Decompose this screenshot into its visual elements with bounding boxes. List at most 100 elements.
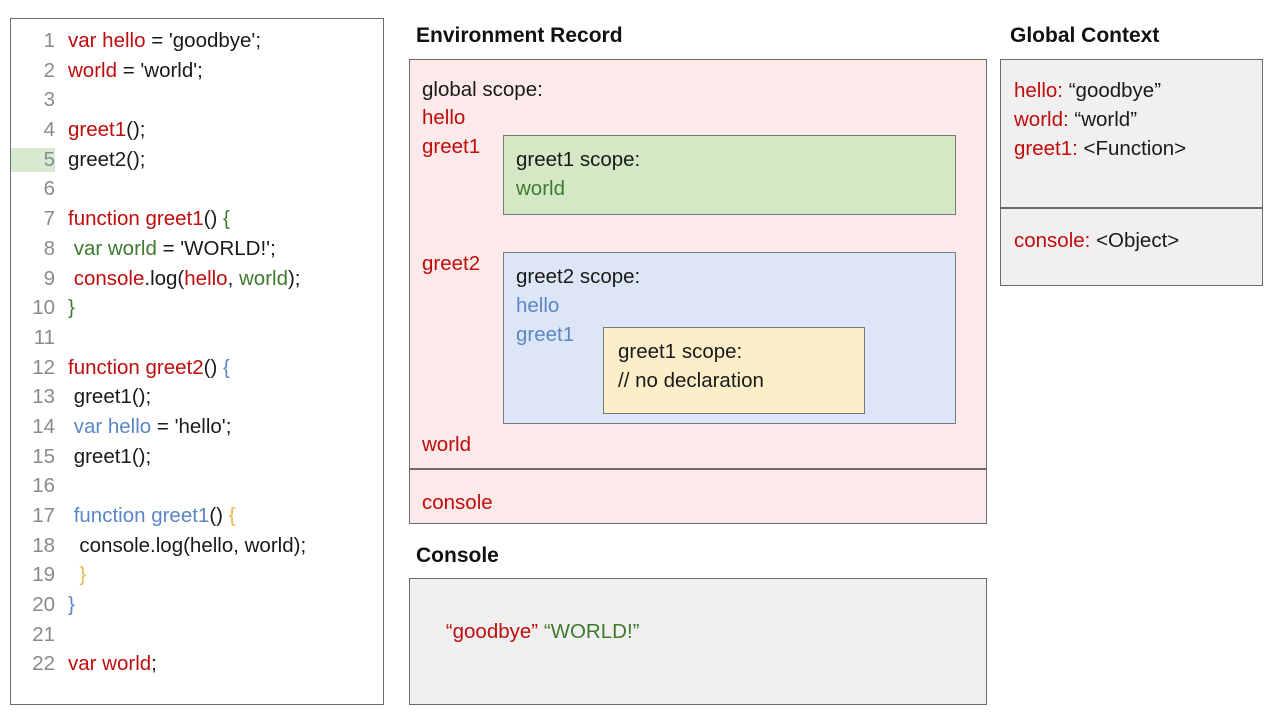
code-line-text: } [55,563,86,587]
greet1-scope-binding-world: world [516,177,565,200]
global-entry-hello: hello: “goodbye” [1014,79,1161,103]
code-token: = 'goodbye'; [145,29,262,52]
code-token: hello [184,266,228,290]
code-line[interactable]: 14 var hello = 'hello'; [11,415,383,445]
code-token: } [68,296,75,320]
code-line-text: var hello = 'hello'; [55,414,232,439]
global-context-divider [1001,207,1262,209]
code-line-number: 1 [43,29,55,52]
code-token: = 'hello'; [151,414,232,438]
code-token: greet2(); [68,147,146,171]
global-entry-console: console: <Object> [1014,229,1179,253]
code-line-text: console.log(hello, world); [55,534,306,558]
code-line[interactable]: 6 [11,177,383,207]
global-entry-world-value: “world” [1074,108,1138,131]
code-line[interactable]: 19 } [11,563,383,593]
global-context-title: Global Context [1010,24,1160,47]
code-line-text: greet1(); [55,445,151,469]
code-token: greet1 [68,118,127,142]
environment-record-divider [410,468,986,470]
env-binding-greet1: greet1 [422,135,481,158]
code-line-number: 21 [32,622,55,646]
code-line[interactable]: 17 function greet1() { [11,504,383,534]
code-token: var hello [68,29,146,52]
greet2-scope-binding-hello: hello [516,294,560,317]
code-token: world [68,58,117,82]
code-line-number: 18 [32,533,55,557]
code-token: var world [73,236,157,260]
code-line[interactable]: 9 console.log(hello, world); [11,267,383,297]
greet1-scope-label: greet1 scope: [516,148,641,171]
code-token: var world [68,652,152,676]
global-entry-world: world: “world” [1014,108,1137,132]
code-line[interactable]: 10} [11,296,383,326]
env-binding-hello: hello [422,106,466,129]
code-line-text: function greet2() { [55,356,230,380]
env-console-binding-row: console [410,470,986,524]
code-line[interactable]: 13 greet1(); [11,385,383,415]
code-line[interactable]: 5 greet2(); [11,147,383,178]
env-binding-greet2: greet2 [422,252,481,275]
code-line-number: 11 [33,325,55,349]
code-line-number: 9 [43,266,55,290]
code-token: function greet2 [68,355,204,379]
code-token: console.log(hello, world); [68,533,307,557]
code-line-number: 12 [32,355,55,379]
global-entry-world-key: world: [1014,108,1069,131]
code-token: function greet1 [68,207,204,231]
code-line-text: console.log(hello, world); [55,267,301,291]
code-line[interactable]: 21 [11,623,383,653]
code-token: console [73,266,145,290]
code-token: () [203,207,223,231]
code-token: () [209,504,229,527]
code-line-text: greet2(); [55,148,145,172]
code-line-text: } [55,593,75,617]
code-line[interactable]: 18 console.log(hello, world); [11,534,383,564]
global-context-object-section: console: <Object> [1001,209,1262,286]
code-line-text: } [55,296,75,320]
console-output-line: “goodbye” “WORLD!” [423,596,640,668]
code-line[interactable]: 20} [11,593,383,623]
console-panel[interactable]: “goodbye” “WORLD!” [409,578,987,705]
code-line-text: world = 'world'; [55,59,203,83]
code-line[interactable]: 15 greet1(); [11,445,383,475]
code-line-text: var hello = 'goodbye'; [55,29,261,53]
code-line-number: 16 [32,474,55,498]
code-line-number: 20 [32,593,55,617]
code-token: () [203,355,223,379]
global-entry-greet1: greet1: <Function> [1014,137,1186,161]
code-token: .log( [144,266,185,290]
code-line-number: 5 [11,147,55,172]
code-token: greet1(); [68,385,152,409]
code-line[interactable]: 16 [11,474,383,504]
code-line[interactable]: 8 var world = 'WORLD!'; [11,237,383,267]
code-token: ; [151,652,157,676]
code-line-number: 17 [32,504,55,527]
code-line[interactable]: 3 [11,88,383,118]
nested-greet1-scope-note: // no declaration [618,369,764,392]
code-line[interactable]: 11 [11,326,383,356]
code-token: = 'world'; [117,58,203,82]
code-line-number: 19 [32,563,55,587]
global-context-panel: hello: “goodbye” world: “world” greet1: … [1000,59,1263,286]
code-line-number: 6 [43,177,55,201]
global-scope-label: global scope: [422,78,543,101]
code-token [68,563,79,586]
environment-record-panel: global scope: hello greet1 greet2 world … [409,59,987,524]
code-line-text: greet1(); [55,385,151,409]
code-line-number: 15 [32,444,55,468]
code-line-number: 13 [32,385,55,409]
code-token: { [222,355,230,379]
code-token: = 'WORLD!'; [156,236,276,260]
console-title: Console [416,544,499,567]
global-entry-greet1-value: <Function> [1083,137,1187,160]
code-token: greet1(); [68,444,152,468]
